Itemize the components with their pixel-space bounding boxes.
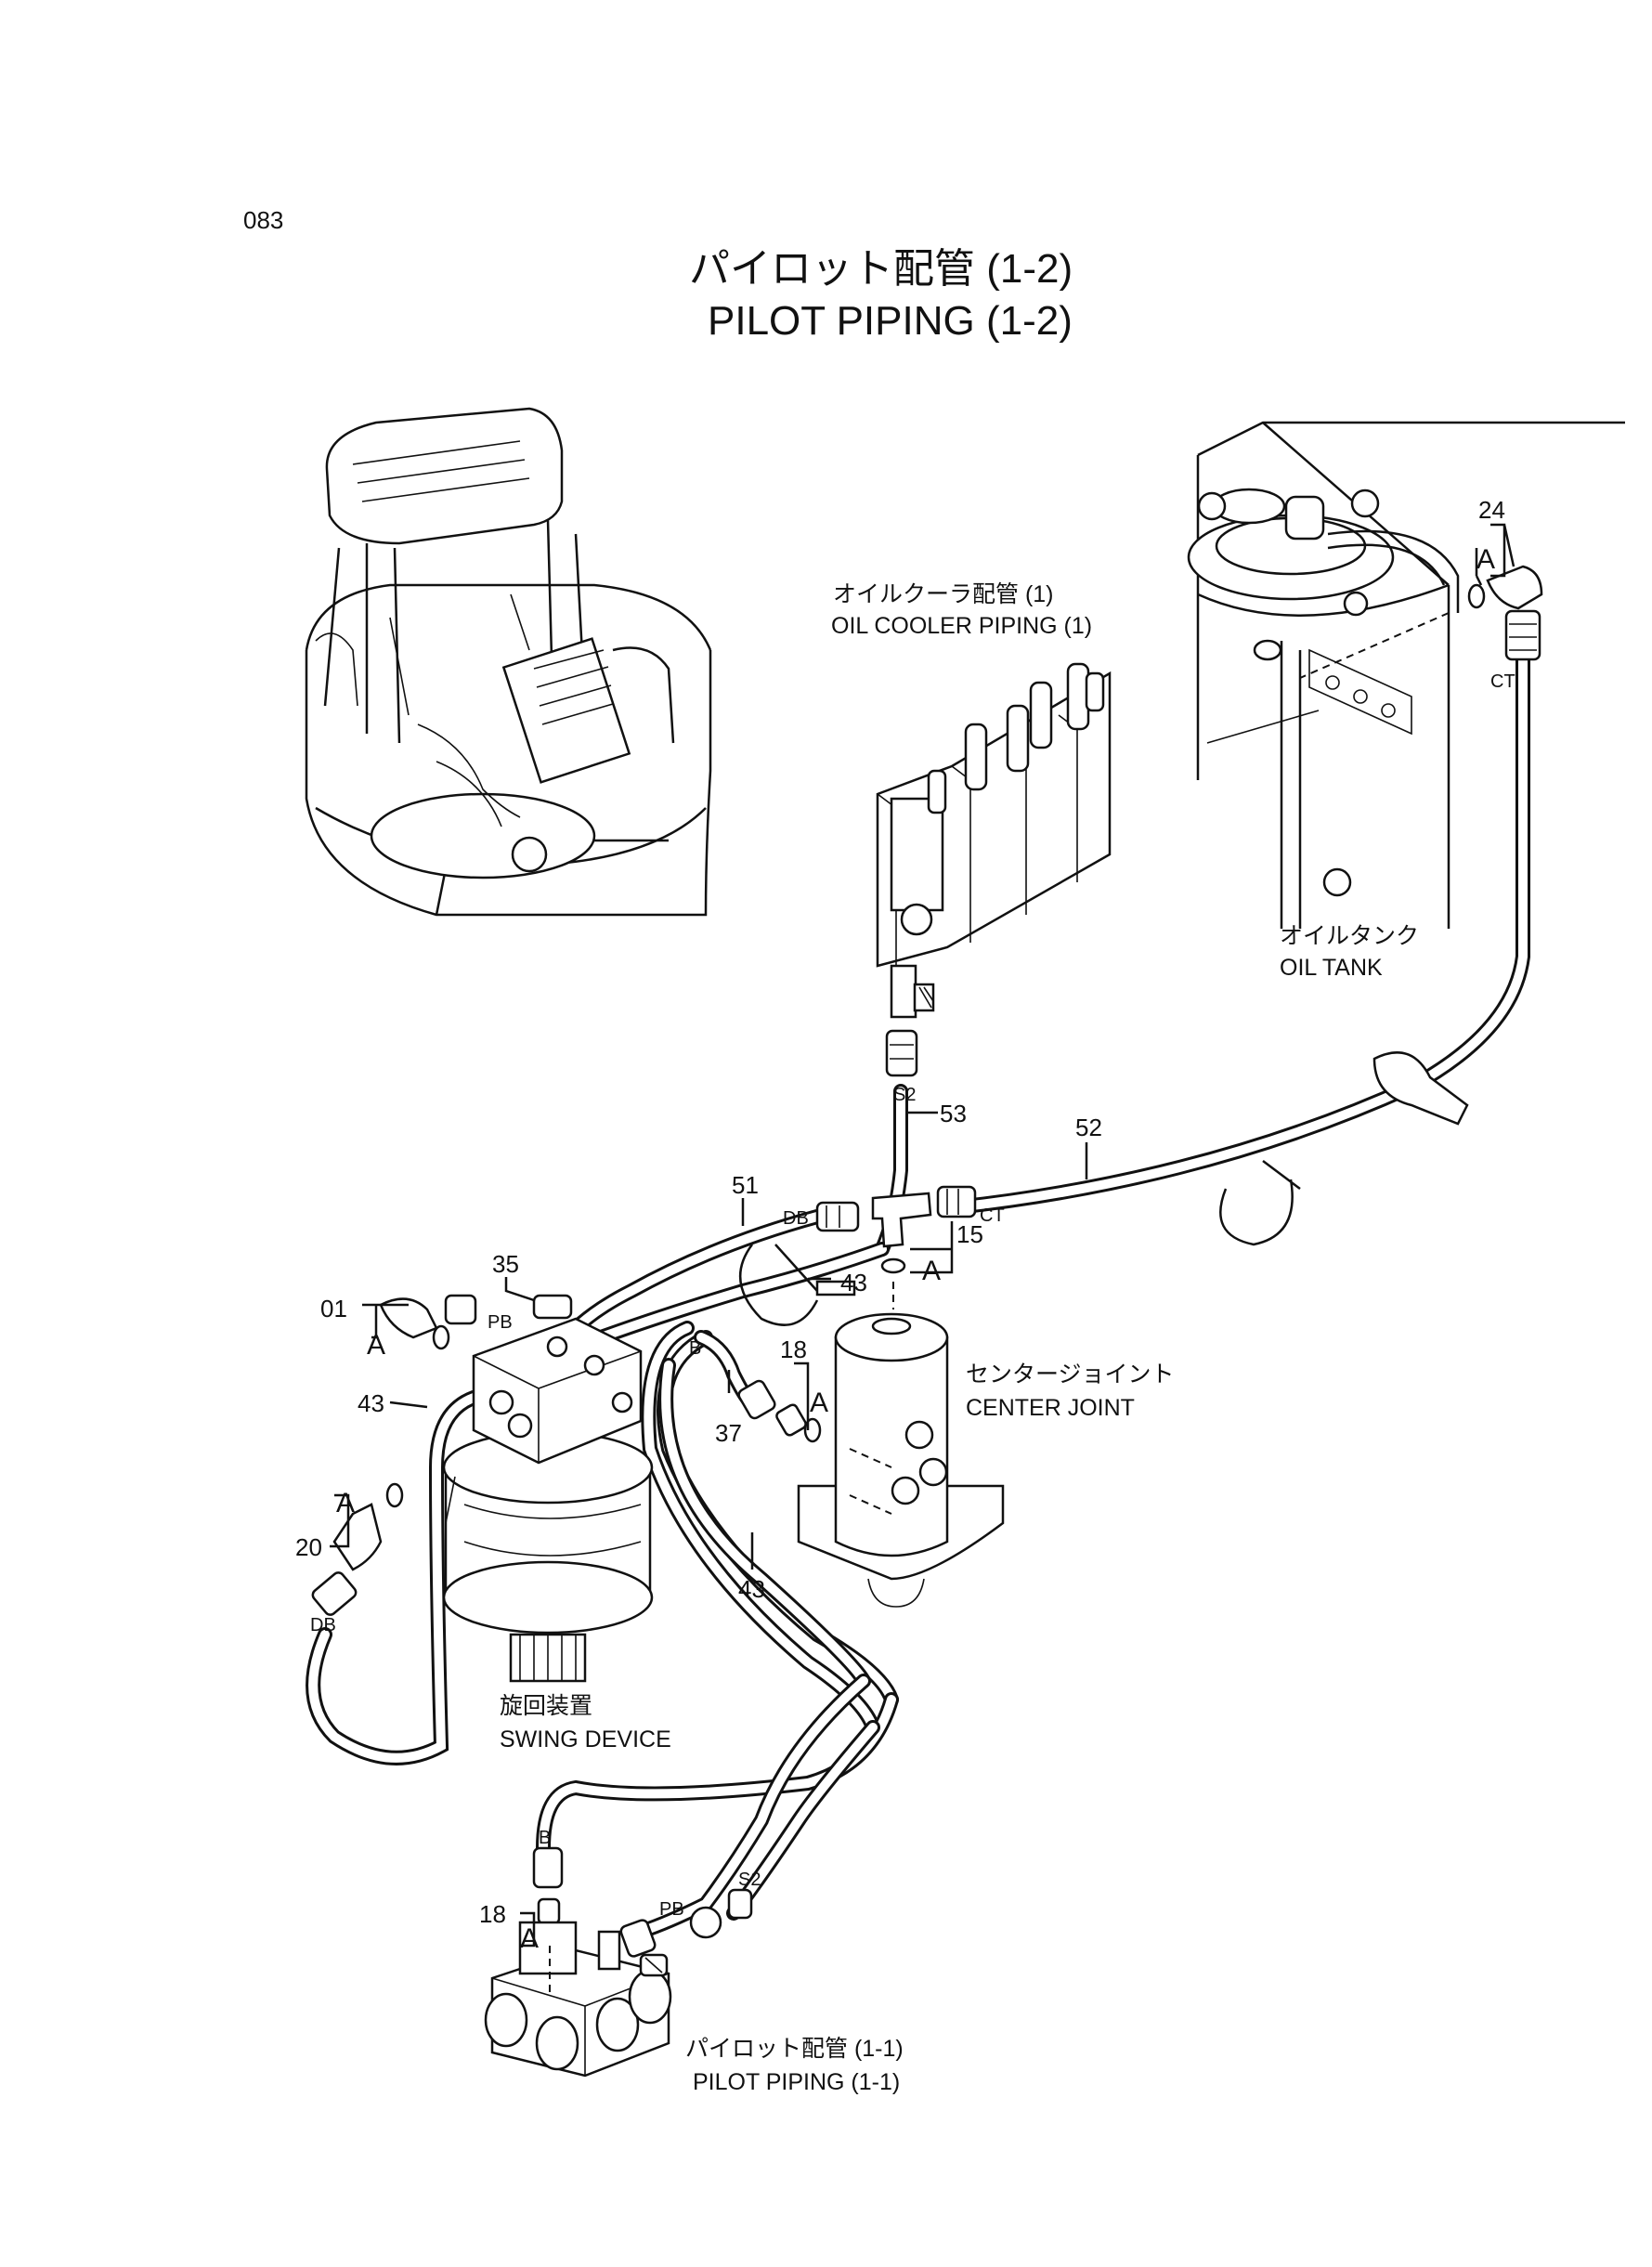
page-number: 083 — [243, 206, 283, 234]
port-db-51: DB — [783, 1208, 809, 1229]
callout-24: 24 — [1478, 496, 1505, 524]
oil-cooler-label-en: OIL COOLER PIPING (1) — [831, 613, 1092, 639]
center-joint: センタージョイント CENTER JOINT — [797, 1282, 1175, 1608]
callouts: 24 53 52 51 15 43 35 01 18 43 37 20 43 1… — [295, 496, 1505, 1928]
port-ct-tank: CT — [1490, 671, 1515, 692]
port-pb-swing: PB — [488, 1312, 513, 1333]
pilot-piping-11-label-en: PILOT PIPING (1-1) — [693, 2069, 900, 2095]
callout-51: 51 — [732, 1171, 759, 1199]
swing-device: 旋回装置 SWING DEVICE — [442, 1294, 671, 1752]
oil-cooler-label-jp: オイルクーラ配管 (1) — [833, 581, 1054, 607]
port-a-24: A — [1476, 544, 1495, 575]
port-a-15: A — [922, 1256, 941, 1286]
oil-tank-label-en: OIL TANK — [1280, 955, 1383, 981]
oil-tank-label-jp: オイルタンク — [1280, 923, 1419, 949]
pilot-piping-11-label-jp: パイロット配管 (1-1) — [685, 2036, 904, 2062]
port-pb-lower: PB — [659, 1899, 684, 1920]
machine-overview — [305, 407, 712, 917]
callout-01: 01 — [320, 1295, 347, 1322]
callout-52: 52 — [1075, 1114, 1102, 1141]
callout-43-left: 43 — [358, 1389, 384, 1417]
title-jp: パイロット配管 (1-2) — [689, 246, 1073, 292]
port-s2-lower: S2 — [738, 1870, 761, 1890]
port-a-18-upper: A — [810, 1388, 828, 1418]
fittings — [311, 565, 1543, 1958]
port-s2-valve: S2 — [893, 1085, 916, 1105]
port-a-18-lower: A — [520, 1923, 539, 1954]
port-a-20: A — [336, 1488, 355, 1518]
title-en: PILOT PIPING (1-2) — [708, 298, 1073, 344]
center-joint-label-en: CENTER JOINT — [966, 1395, 1135, 1421]
callout-43-lower: 43 — [738, 1575, 765, 1603]
port-b-lower: B — [539, 1828, 551, 1848]
swing-device-label-jp: 旋回装置 — [500, 1693, 592, 1719]
callout-35: 35 — [492, 1250, 519, 1278]
port-ct-52: CT — [980, 1205, 1005, 1226]
callout-18-upper: 18 — [780, 1335, 807, 1363]
control-valve: オイルクーラ配管 (1) OIL COOLER PIPING (1) — [831, 581, 1112, 1019]
pilot-valve: パイロット配管 (1-1) PILOT PIPING (1-1) — [484, 1921, 904, 2095]
callout-37: 37 — [715, 1419, 742, 1447]
swing-device-label-en: SWING DEVICE — [500, 1726, 671, 1752]
callout-18-lower: 18 — [479, 1900, 506, 1928]
port-db-swing: DB — [310, 1615, 336, 1635]
callout-20: 20 — [295, 1533, 322, 1561]
oil-tank: オイルタンク OIL TANK — [1187, 421, 1625, 981]
port-labels: A CT S2 CT DB A PB A B A A DB B S2 PB A — [310, 544, 1515, 1954]
leader-lines — [330, 523, 1515, 1948]
callout-43-top: 43 — [840, 1269, 867, 1296]
port-a-01: A — [367, 1330, 385, 1361]
center-joint-label-jp: センタージョイント — [966, 1362, 1175, 1388]
port-b-37: B — [689, 1338, 701, 1359]
callout-53: 53 — [940, 1100, 967, 1127]
callout-15: 15 — [956, 1220, 983, 1248]
